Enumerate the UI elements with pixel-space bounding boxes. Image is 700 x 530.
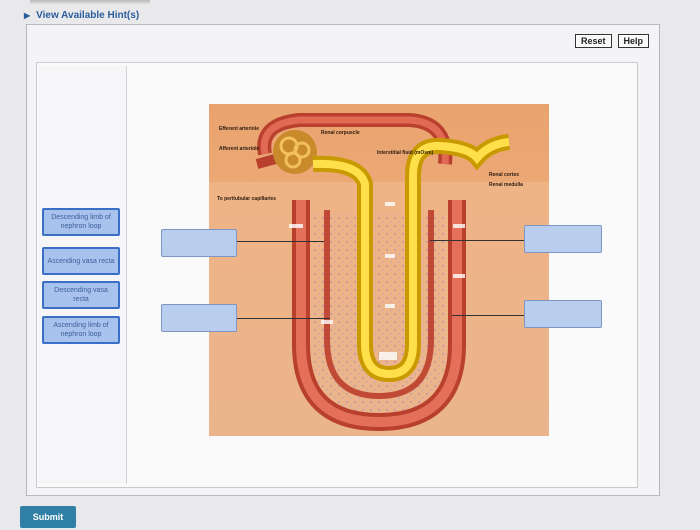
glomerulus xyxy=(273,130,317,174)
caret-right-icon: ▶ xyxy=(24,11,31,20)
figure-label-corpuscle: Renal corpuscle xyxy=(321,130,360,136)
cut-off-text-strip xyxy=(30,0,150,4)
osmolarity-markers xyxy=(289,202,465,360)
leader-line-right-top xyxy=(430,240,524,241)
drop-target-right-top[interactable] xyxy=(524,225,602,253)
nephron-loop-highlight xyxy=(312,138,510,379)
help-button[interactable]: Help xyxy=(617,34,650,48)
label-chip-ascending-vasa[interactable]: Ascending vasa recta xyxy=(42,247,120,275)
label-chip-descending-limb[interactable]: Descending limb of nephron loop xyxy=(42,208,120,236)
drop-target-right-bottom[interactable] xyxy=(524,300,602,328)
figure-label-interstitial: Interstitial fluid (mOsm) xyxy=(377,150,433,156)
view-hints-toggle[interactable]: ▶ View Available Hint(s) xyxy=(24,10,139,21)
figure-label-peritubular: To peritubular capillaries xyxy=(217,196,276,202)
drop-target-left-bottom[interactable] xyxy=(161,304,237,332)
interstitial-dots xyxy=(314,214,444,424)
leader-line-left-top xyxy=(236,241,324,242)
submit-button[interactable]: Submit xyxy=(20,506,76,528)
label-chip-descending-vasa[interactable]: Descending vasa recta xyxy=(42,281,120,309)
reset-button[interactable]: Reset xyxy=(575,34,612,48)
nephron-loop-diagram: Efferent arteriole Afferent arteriole To… xyxy=(209,104,549,436)
view-hints-label: View Available Hint(s) xyxy=(36,10,140,21)
label-bank xyxy=(38,66,127,484)
leader-line-right-bottom xyxy=(452,315,524,316)
inner-capillary xyxy=(324,210,434,400)
figure-label-afferent: Afferent arteriole xyxy=(219,146,260,152)
toolbar: Reset Help xyxy=(575,34,650,48)
leader-line-left-bottom xyxy=(236,318,330,319)
vasa-recta-highlight xyxy=(296,200,462,428)
drop-target-left-top[interactable] xyxy=(161,229,237,257)
figure-label-efferent: Efferent arteriole xyxy=(219,126,259,132)
figure-label-medulla: Renal medulla xyxy=(489,182,523,188)
label-chip-ascending-limb[interactable]: Ascending limb of nephron loop xyxy=(42,316,120,344)
figure-label-cortex: Renal cortex xyxy=(489,172,519,178)
